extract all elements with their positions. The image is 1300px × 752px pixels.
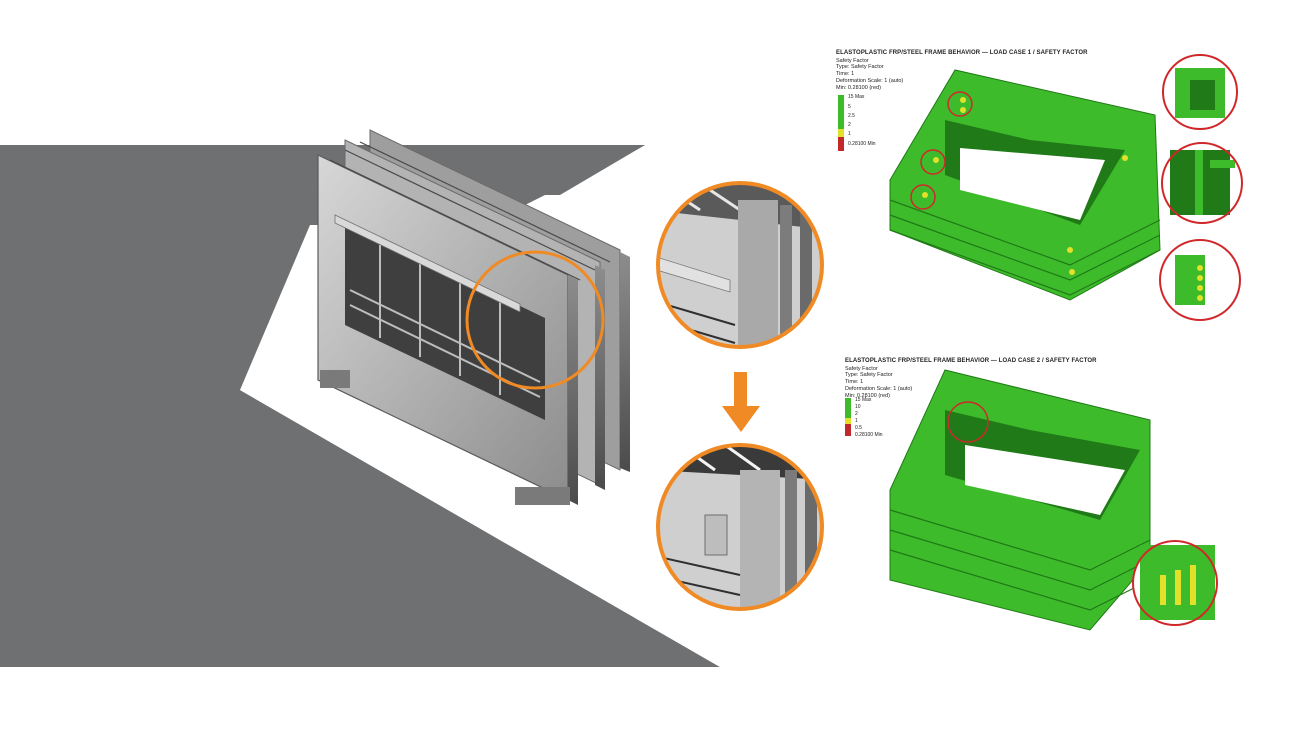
fea-top-zoom-1 (1162, 54, 1238, 130)
foot-right (515, 487, 570, 505)
legend-bottom-bar-green (845, 398, 851, 418)
fea-top-callout-3 (910, 184, 936, 210)
arrow-down-shaft (734, 372, 747, 410)
floor-grey-overlap (470, 145, 645, 195)
fea-top-line-2: Type: Safety Factor (836, 64, 884, 71)
legend-bottom-label-1: 15 Max (855, 397, 872, 403)
fea-top-zoom-2 (1161, 142, 1243, 224)
legend-top-bar-red (838, 137, 844, 151)
fea-bottom-line-4: Deformation Scale: 1 (auto) (845, 386, 913, 393)
floor-polygon (0, 145, 720, 667)
fea-bottom-legend: 15 Max 10 2 1 0.5 0.28100 Min (845, 397, 915, 446)
fea-top-legend: 15 Max 5 2.5 2 1 0.28100 Min (838, 94, 908, 165)
fea-bottom-line-5: Min: 0.28100 (red) (845, 393, 890, 399)
fea-bottom-header: ELASTOPLASTIC FRP/STEEL FRAME BEHAVIOR —… (845, 358, 1097, 400)
fea-bottom-model (889, 369, 1151, 631)
fea-top-zoom-3 (1159, 239, 1241, 321)
fea-bottom-zoom-1 (1132, 540, 1218, 626)
arrow-down-icon (722, 406, 760, 432)
foot-left (320, 370, 350, 388)
legend-top-label-4: 2 (848, 122, 851, 128)
fea-bottom-callout-1 (947, 401, 989, 443)
legend-bottom-label-3: 2 (855, 411, 858, 417)
fea-top-callout-1 (947, 91, 973, 117)
side-plate-3 (620, 252, 630, 472)
fea-top-model (889, 69, 1161, 301)
top-grating (329, 141, 611, 281)
legend-top-label-2: 5 (848, 104, 851, 110)
legend-top-label-1: 15 Max (848, 94, 865, 100)
fea-top-callout-2 (920, 149, 946, 175)
fea-top-header: ELASTOPLASTIC FRP/STEEL FRAME BEHAVIOR —… (836, 50, 1088, 92)
legend-bottom-label-4: 1 (855, 418, 858, 424)
legend-top-label-5: 1 (848, 131, 851, 137)
detail-bottom-content (658, 445, 822, 609)
legend-bottom-label-2: 10 (855, 404, 861, 410)
fea-bottom-title: ELASTOPLASTIC FRP/STEEL FRAME BEHAVIOR —… (845, 358, 1097, 364)
fea-top-line-3: Time: 1 (836, 71, 855, 78)
legend-top-label-6: 0.28100 Min (848, 141, 876, 147)
legend-bottom-label-5: 0.5 (855, 425, 862, 431)
legend-top-label-3: 2.5 (848, 113, 855, 119)
fea-bottom-line-1: Safety Factor (845, 365, 878, 372)
fea-bottom-line-3: Time: 1 (845, 379, 864, 386)
legend-top-bar-green (838, 95, 844, 129)
legend-top-bar-yellow (838, 129, 844, 137)
legend-bottom-label-6: 0.28100 Min (855, 432, 883, 438)
detail-ring-bottom (656, 443, 824, 611)
detail-ring-top (656, 181, 824, 349)
side-plate-1 (568, 275, 578, 505)
fea-bottom-line-2: Type: Safety Factor (845, 372, 893, 379)
frame-opening (345, 222, 545, 420)
highlight-ring-main (465, 250, 605, 390)
legend-bottom-bar-yellow (845, 418, 851, 424)
fea-top-line-1: Safety Factor (836, 57, 869, 64)
legend-bottom-bar-red (845, 424, 851, 436)
fea-top-title: ELASTOPLASTIC FRP/STEEL FRAME BEHAVIOR —… (836, 50, 1088, 56)
fea-top-line-5: Min: 0.28100 (red) (836, 85, 881, 91)
fea-top-line-4: Deformation Scale: 1 (auto) (836, 78, 904, 85)
